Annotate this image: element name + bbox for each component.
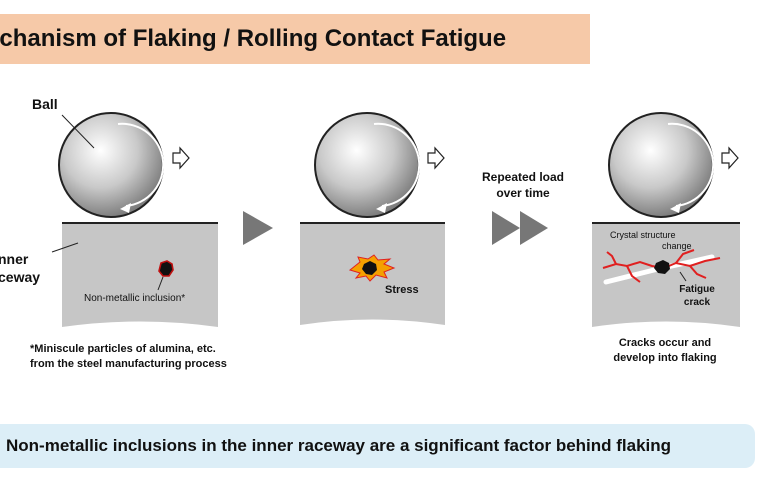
- fatigue-crack-branch-2: [626, 265, 641, 283]
- repeated-load-label-line2: over time: [496, 186, 550, 200]
- rotation-arrow-2: [373, 122, 421, 207]
- raceway-leader-line: [51, 242, 79, 253]
- conclusion-text: Non-metallic inclusions in the inner rac…: [6, 436, 672, 455]
- inclusion-leader-line: [157, 276, 164, 291]
- title-banner: [0, 14, 590, 64]
- stage-arrow-2a: [492, 211, 520, 245]
- ball-3: [608, 112, 714, 218]
- rotation-arrow-3: [667, 122, 715, 207]
- inclusion-particle-1: [158, 260, 174, 277]
- repeated-load-label-line1: Repeated load: [481, 170, 565, 184]
- crystal-label-line1: Crystal structure: [610, 230, 676, 240]
- stress-label: Stress: [385, 284, 419, 296]
- inclusion-label: Non-metallic inclusion*: [84, 293, 186, 304]
- inclusion-particle-3: [654, 260, 670, 274]
- fatigue-label-line2: crack: [683, 297, 711, 308]
- stage-3: [592, 112, 740, 327]
- direction-arrow-2: [427, 146, 445, 170]
- direction-arrow-3: [721, 146, 739, 170]
- stage-1: [51, 112, 218, 327]
- fatigue-label-line1: Fatigue: [679, 284, 715, 295]
- direction-arrow-1: [172, 146, 190, 170]
- fatigue-crack-branch-4: [675, 249, 695, 264]
- raceway-1: [62, 223, 218, 327]
- fatigue-crack-branch-3: [689, 265, 707, 279]
- inclusion-particle-2: [362, 261, 377, 275]
- rotation-arrowhead-1: [120, 203, 131, 213]
- inner-label-line2: ceway: [0, 269, 41, 285]
- fatigue-crack-branch-1: [606, 251, 617, 265]
- rotation-arrowhead-2: [376, 203, 387, 213]
- page-title: echanism of Flaking / Rolling Contact Fa…: [0, 25, 507, 52]
- fatigue-leader-line: [679, 271, 687, 282]
- stage-2: [300, 112, 445, 325]
- footnote-line2: from the steel manufacturing process: [30, 358, 227, 370]
- inner-label-line1: nner: [0, 251, 29, 267]
- raceway-3: [592, 223, 740, 327]
- ball-leader-line: [61, 114, 95, 149]
- conclusion-banner: [0, 424, 755, 468]
- stage-arrow-2b: [520, 211, 548, 245]
- ball-label: Ball: [32, 96, 58, 112]
- cracks-label-line2: develop into flaking: [613, 352, 717, 364]
- rotation-arrow-1: [117, 122, 165, 207]
- rotation-arrowhead-3: [670, 203, 681, 213]
- footnote-line1: *Miniscule particles of alumina, etc.: [30, 343, 216, 355]
- cracks-label-line1: Cracks occur and: [618, 337, 712, 349]
- crystal-label-line2: change: [662, 241, 692, 251]
- ball-2: [314, 112, 420, 218]
- stage-arrow-1: [243, 211, 273, 245]
